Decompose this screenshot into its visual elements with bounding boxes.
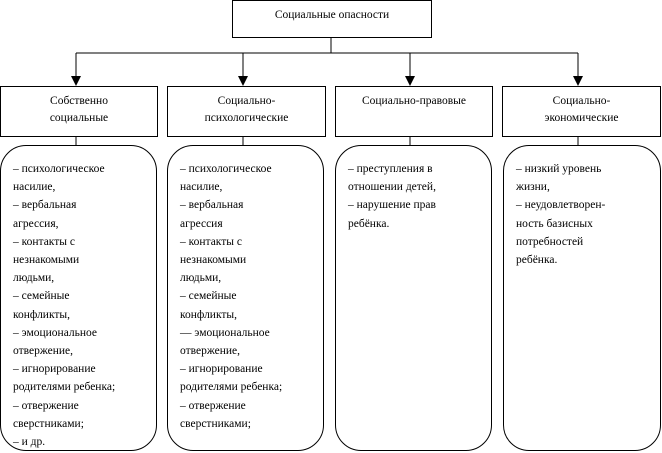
list-item: ребёнка. bbox=[348, 217, 390, 230]
list-item: отвержение, bbox=[13, 345, 74, 358]
items-box-legal: – преступления в отношении детей, – наруше… bbox=[335, 145, 492, 451]
category-label: Собственно bbox=[50, 95, 108, 107]
list-item: – контакты с bbox=[180, 235, 242, 248]
list-item: агрессия, bbox=[13, 217, 59, 230]
list-item: людьми, bbox=[180, 272, 222, 285]
list-item: насилие, bbox=[13, 181, 56, 194]
list-item: – психологическое bbox=[180, 163, 272, 175]
list-item: ребёнка. bbox=[516, 254, 558, 267]
list-item: отношении детей, bbox=[348, 181, 436, 194]
list-item: незнакомыми bbox=[180, 254, 247, 267]
list-item: — эмоциональное bbox=[180, 326, 270, 339]
arrow-icon bbox=[573, 76, 583, 86]
list-item: – вербальная bbox=[13, 199, 77, 212]
list-item: – вербальная bbox=[180, 199, 244, 212]
list-item: конфликты, bbox=[13, 308, 71, 321]
list-item: потребностей bbox=[516, 235, 584, 248]
list-item: конфликты, bbox=[180, 308, 238, 321]
list-item: – эмоциональное bbox=[13, 326, 98, 339]
list-item: – нарушение прав bbox=[348, 199, 436, 212]
category-label: Социально- bbox=[217, 95, 276, 107]
root-box: Социальные опасности bbox=[232, 0, 432, 38]
list-item: – и др. bbox=[13, 436, 46, 449]
list-item: ность базисных bbox=[516, 217, 593, 230]
category-label: социальные bbox=[49, 112, 109, 124]
list-item: – низкий уровень bbox=[516, 163, 602, 175]
arrow-icon bbox=[238, 76, 248, 86]
arrows bbox=[71, 53, 583, 86]
list-item: агрессия bbox=[180, 217, 223, 230]
list-item: незнакомыми bbox=[13, 254, 80, 267]
list-item: родителями ребенка; bbox=[180, 381, 283, 394]
list-item: родителями ребенка; bbox=[13, 381, 116, 394]
list-item: людьми, bbox=[13, 272, 55, 285]
list-item: – игнорирование bbox=[13, 363, 96, 376]
arrow-icon bbox=[71, 76, 81, 86]
list-item: жизни, bbox=[516, 181, 550, 194]
list-item: насилие, bbox=[180, 181, 223, 194]
list-item: – семейные bbox=[13, 290, 70, 303]
root-title: Социальные опасности bbox=[274, 9, 390, 21]
category-label: экономические bbox=[544, 112, 619, 124]
category-box-psych: Социально- психологические bbox=[167, 86, 326, 137]
items-box-social: – психологическое насилие, – вербальная агр… bbox=[0, 145, 157, 451]
arrow-icon bbox=[405, 76, 415, 86]
list-item: сверстниками; bbox=[13, 417, 84, 430]
category-label: психологические bbox=[204, 112, 289, 124]
list-item: – психологическое bbox=[13, 163, 105, 175]
items-box-economic: – низкий уровень жизни, – неудовлетворен-н… bbox=[503, 145, 661, 451]
category-label: Социально-правовые bbox=[361, 95, 467, 107]
list-item: отвержение, bbox=[180, 345, 241, 358]
category-label: Социально- bbox=[552, 95, 611, 107]
list-item: – игнорирование bbox=[180, 363, 263, 376]
list-item: – отвержение bbox=[13, 399, 79, 412]
list-item: – контакты с bbox=[13, 235, 75, 248]
category-box-economic: Социально- экономические bbox=[502, 86, 661, 137]
list-item: – неудовлетворен- bbox=[516, 199, 606, 212]
category-box-legal: Социально-правовые bbox=[335, 86, 493, 137]
items-box-psych: – психологическое насилие, – вербальная аг… bbox=[167, 145, 324, 451]
list-item: сверстниками; bbox=[180, 417, 251, 430]
list-item: – преступления в bbox=[348, 163, 433, 175]
list-item: – семейные bbox=[180, 290, 237, 303]
list-item: – отвержение bbox=[180, 399, 246, 412]
category-box-social: Собственно социальные bbox=[0, 86, 158, 137]
